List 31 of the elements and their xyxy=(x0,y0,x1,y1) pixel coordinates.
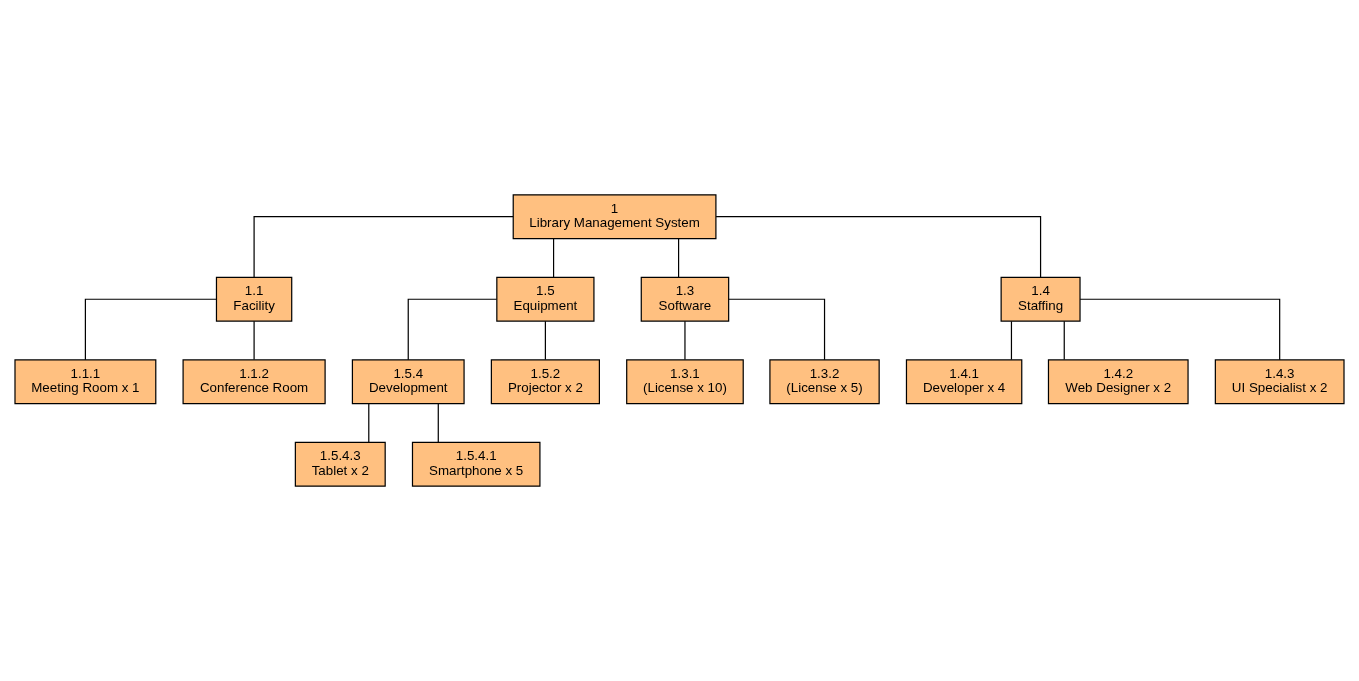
connector xyxy=(1010,320,1013,361)
connector xyxy=(407,298,498,361)
node-box: 1.4 Staffing xyxy=(1000,276,1081,322)
node-box: 1.1 Facility xyxy=(215,276,293,322)
node-box: 1.5.4.3 Tablet x 2 xyxy=(294,441,386,487)
node-box: 1.1.1 Meeting Room x 1 xyxy=(14,359,157,405)
node-box: 1.4.1 Developer x 4 xyxy=(905,359,1023,405)
connector xyxy=(368,403,370,443)
node-box: 1.3 Software xyxy=(640,276,730,322)
node-box: 1.4.3 UI Specialist x 2 xyxy=(1214,359,1345,405)
connector xyxy=(684,320,686,361)
node-box: 1 Library Management System xyxy=(512,194,717,240)
node-box: 1.4.2 Web Designer x 2 xyxy=(1047,359,1189,405)
node-box: 1.1.2 Conference Room xyxy=(182,359,326,405)
connector xyxy=(544,320,546,361)
node-box: 1.3.2 (License x 5) xyxy=(769,359,880,405)
connector xyxy=(1079,298,1281,361)
connector xyxy=(253,320,255,361)
connector xyxy=(678,238,680,278)
connector xyxy=(715,216,1042,278)
connector xyxy=(84,298,217,361)
connector xyxy=(437,403,439,443)
node-box: 1.5 Equipment xyxy=(496,276,595,322)
node-box: 1.5.4.1 Smartphone x 5 xyxy=(411,441,541,487)
node-box: 1.5.4 Development xyxy=(351,359,465,405)
node-box: 1.5.2 Projector x 2 xyxy=(490,359,600,405)
connector xyxy=(253,216,514,278)
connector xyxy=(552,238,555,278)
connector xyxy=(728,298,826,361)
node-box: 1.3.1 (License x 10) xyxy=(626,359,744,405)
connector xyxy=(1063,320,1065,361)
